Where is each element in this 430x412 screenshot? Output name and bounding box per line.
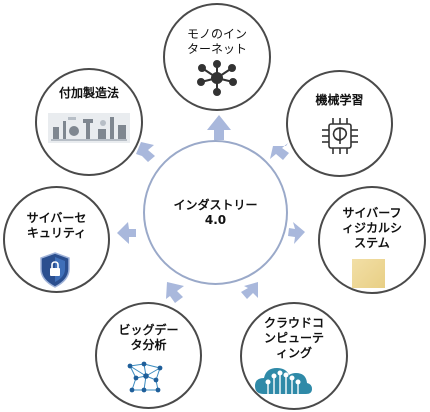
molecule-network-icon xyxy=(197,60,237,96)
beige-square-image xyxy=(352,259,385,288)
node-iot-label: モノのイン ターネット xyxy=(186,27,247,56)
node-security-label: サイバーセ キュリティ xyxy=(26,211,87,240)
node-bigdata-label: ビッグデー タ分析 xyxy=(118,323,179,352)
node-big-data-analytics xyxy=(95,302,202,409)
shield-lock-icon xyxy=(40,252,70,288)
additive-manufacturing-illustration xyxy=(48,113,130,143)
ai-chip-brain-icon xyxy=(322,118,358,154)
center-label: インダストリー 4.0 xyxy=(173,198,258,227)
node-am-label: 付加製造法 xyxy=(58,86,119,100)
arrow-to-ml xyxy=(270,143,289,160)
node-cloud-label: クラウドコ ンピューテ ィング xyxy=(263,316,324,360)
arrow-to-iot xyxy=(207,115,231,140)
network-graph-icon xyxy=(127,361,163,393)
center-circle xyxy=(143,140,288,285)
node-machine-learning xyxy=(286,70,393,177)
arrow-to-security xyxy=(117,222,136,244)
cloud-circuit-icon xyxy=(255,368,312,394)
arrow-to-cloud xyxy=(241,282,258,299)
arrow-to-bigdata xyxy=(166,282,184,303)
arrow-to-cps xyxy=(288,222,305,244)
node-cps-label: サイバーフ ィジカルシ ステム xyxy=(341,206,402,250)
node-ml-label: 機械学習 xyxy=(315,93,364,107)
arrow-to-am xyxy=(136,142,155,162)
